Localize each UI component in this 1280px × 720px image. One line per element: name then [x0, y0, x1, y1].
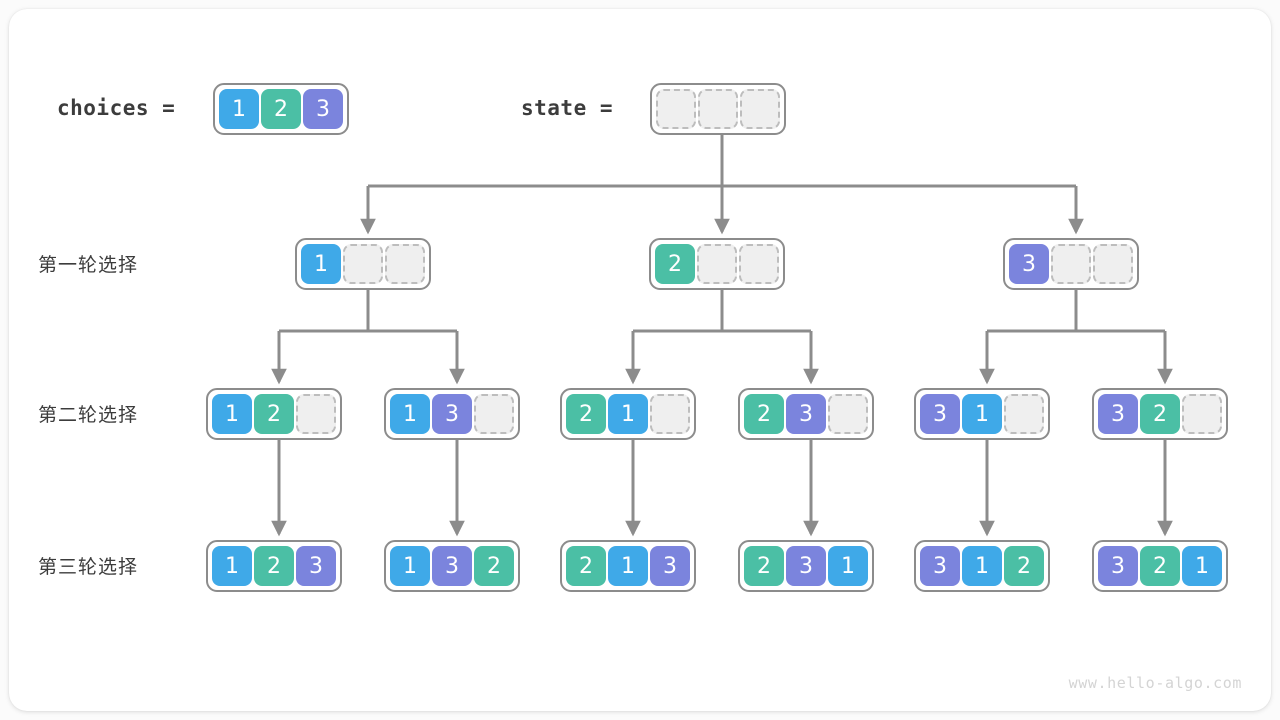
level1-node3-cell-1: 3: [1009, 244, 1049, 284]
level3-node1-cell-1: 1: [212, 546, 252, 586]
level2-node4-cell-2: 3: [786, 394, 826, 434]
level3-node2-cell-1: 1: [390, 546, 430, 586]
level3-node2-cell-3: 2: [474, 546, 514, 586]
level3-node3-cell-3: 3: [650, 546, 690, 586]
tree-node-level1-1: 1: [295, 238, 431, 290]
level2-node2-cell-2: 3: [432, 394, 472, 434]
diagram-card: [9, 9, 1271, 711]
state-label: state =: [521, 96, 614, 120]
level3-node4-cell-3: 1: [828, 546, 868, 586]
level3-node1-cell-3: 3: [296, 546, 336, 586]
level3-node6-cell-3: 1: [1182, 546, 1222, 586]
level3-node4-cell-2: 3: [786, 546, 826, 586]
level2-node2-cell-1: 1: [390, 394, 430, 434]
level2-node1-cell-2: 2: [254, 394, 294, 434]
level2-node4-empty-cell-3: [828, 394, 868, 434]
level2-node1-empty-cell-3: [296, 394, 336, 434]
level1-node2-cell-1: 2: [655, 244, 695, 284]
state-array: [650, 83, 786, 135]
level2-node3-empty-cell-3: [650, 394, 690, 434]
level2-node3-cell-1: 2: [566, 394, 606, 434]
level3-node3-cell-2: 1: [608, 546, 648, 586]
level3-node6-cell-1: 3: [1098, 546, 1138, 586]
tree-node-level1-3: 3: [1003, 238, 1139, 290]
level3-node5-cell-1: 3: [920, 546, 960, 586]
choices-cell-3: 3: [303, 89, 343, 129]
level3-node1-cell-2: 2: [254, 546, 294, 586]
level2-node5-cell-2: 1: [962, 394, 1002, 434]
level2-node1-cell-1: 1: [212, 394, 252, 434]
level2-node6-cell-2: 2: [1140, 394, 1180, 434]
state-empty-cell-3: [740, 89, 780, 129]
level1-node1-cell-1: 1: [301, 244, 341, 284]
level1-node3-empty-cell-2: [1051, 244, 1091, 284]
level1-node1-empty-cell-2: [343, 244, 383, 284]
level2-node3-cell-2: 1: [608, 394, 648, 434]
level3-node5-cell-3: 2: [1004, 546, 1044, 586]
tree-node-level1-2: 2: [649, 238, 785, 290]
row-label-round2: 第二轮选择: [38, 405, 139, 426]
level3-node2-cell-2: 3: [432, 546, 472, 586]
level1-node2-empty-cell-2: [697, 244, 737, 284]
choices-cell-1: 1: [219, 89, 259, 129]
row-label-round1: 第一轮选择: [38, 255, 139, 276]
state-empty-cell-2: [698, 89, 738, 129]
level2-node5-empty-cell-3: [1004, 394, 1044, 434]
level1-node1-empty-cell-3: [385, 244, 425, 284]
level2-node6-empty-cell-3: [1182, 394, 1222, 434]
state-empty-cell-1: [656, 89, 696, 129]
level2-node2-empty-cell-3: [474, 394, 514, 434]
level2-node4-cell-1: 2: [744, 394, 784, 434]
choices-label: choices =: [57, 96, 176, 120]
watermark: www.hello-algo.com: [1068, 674, 1242, 692]
level3-node4-cell-1: 2: [744, 546, 784, 586]
level2-node5-cell-1: 3: [920, 394, 960, 434]
level1-node3-empty-cell-3: [1093, 244, 1133, 284]
row-label-round3: 第三轮选择: [38, 557, 139, 578]
level2-node6-cell-1: 3: [1098, 394, 1138, 434]
level3-node6-cell-2: 2: [1140, 546, 1180, 586]
choices-cell-2: 2: [261, 89, 301, 129]
level3-node3-cell-1: 2: [566, 546, 606, 586]
level1-node2-empty-cell-3: [739, 244, 779, 284]
level3-node5-cell-2: 1: [962, 546, 1002, 586]
